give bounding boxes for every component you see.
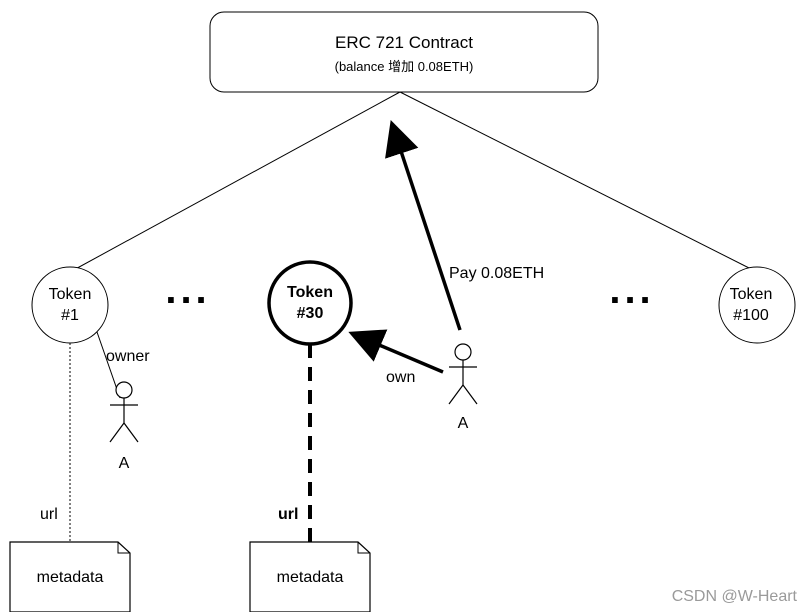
token-1-label-line1: Token	[49, 286, 92, 303]
token-1-node: Token #1	[31, 266, 109, 344]
url-first-label: url	[40, 506, 58, 523]
edge-contract-token-1	[69, 91, 401, 273]
token-100-circle	[718, 266, 796, 344]
token-100-label-line2: #100	[733, 307, 769, 324]
ellipsis-right: ...	[609, 268, 654, 312]
metadata-doc-middle-shape	[249, 541, 371, 612]
metadata-doc-middle: metadata	[249, 541, 371, 612]
token-30-label-line2: #30	[297, 305, 324, 322]
token-30-label-line1: Token	[287, 284, 333, 301]
buyer-actor-name: A	[458, 415, 469, 432]
owner-actor-name: A	[119, 455, 130, 472]
buyer-actor-icon	[448, 343, 478, 405]
ellipsis-left: ...	[165, 268, 210, 312]
metadata-doc-middle-label: metadata	[277, 569, 344, 586]
owner-actor-icon	[109, 381, 139, 443]
metadata-doc-first: metadata	[9, 541, 131, 612]
contract-node: ERC 721 Contract (balance 增加 0.08ETH)	[209, 11, 599, 93]
token-30-circle	[267, 260, 353, 346]
token-100-label-line1: Token	[730, 286, 773, 303]
token-100-node: Token #100	[718, 266, 796, 344]
edge-own-arrow	[348, 329, 444, 374]
contract-title: ERC 721 Contract	[335, 33, 473, 52]
owner-edge-label: owner	[106, 348, 150, 365]
token-1-circle	[31, 266, 109, 344]
contract-box	[209, 11, 599, 93]
contract-subtitle: (balance 增加 0.08ETH)	[335, 59, 474, 74]
url-middle-label: url	[278, 506, 298, 523]
metadata-doc-first-label: metadata	[37, 569, 104, 586]
edge-contract-token-100	[399, 91, 758, 273]
token-30-node: Token #30	[267, 260, 353, 346]
edge-pay-arrow	[385, 120, 462, 331]
own-edge-label: own	[386, 369, 415, 386]
metadata-doc-first-shape	[9, 541, 131, 612]
watermark-text: CSDN @W-Heart	[671, 588, 797, 605]
pay-edge-label: Pay 0.08ETH	[449, 265, 544, 282]
token-1-label-line2: #1	[61, 307, 79, 324]
